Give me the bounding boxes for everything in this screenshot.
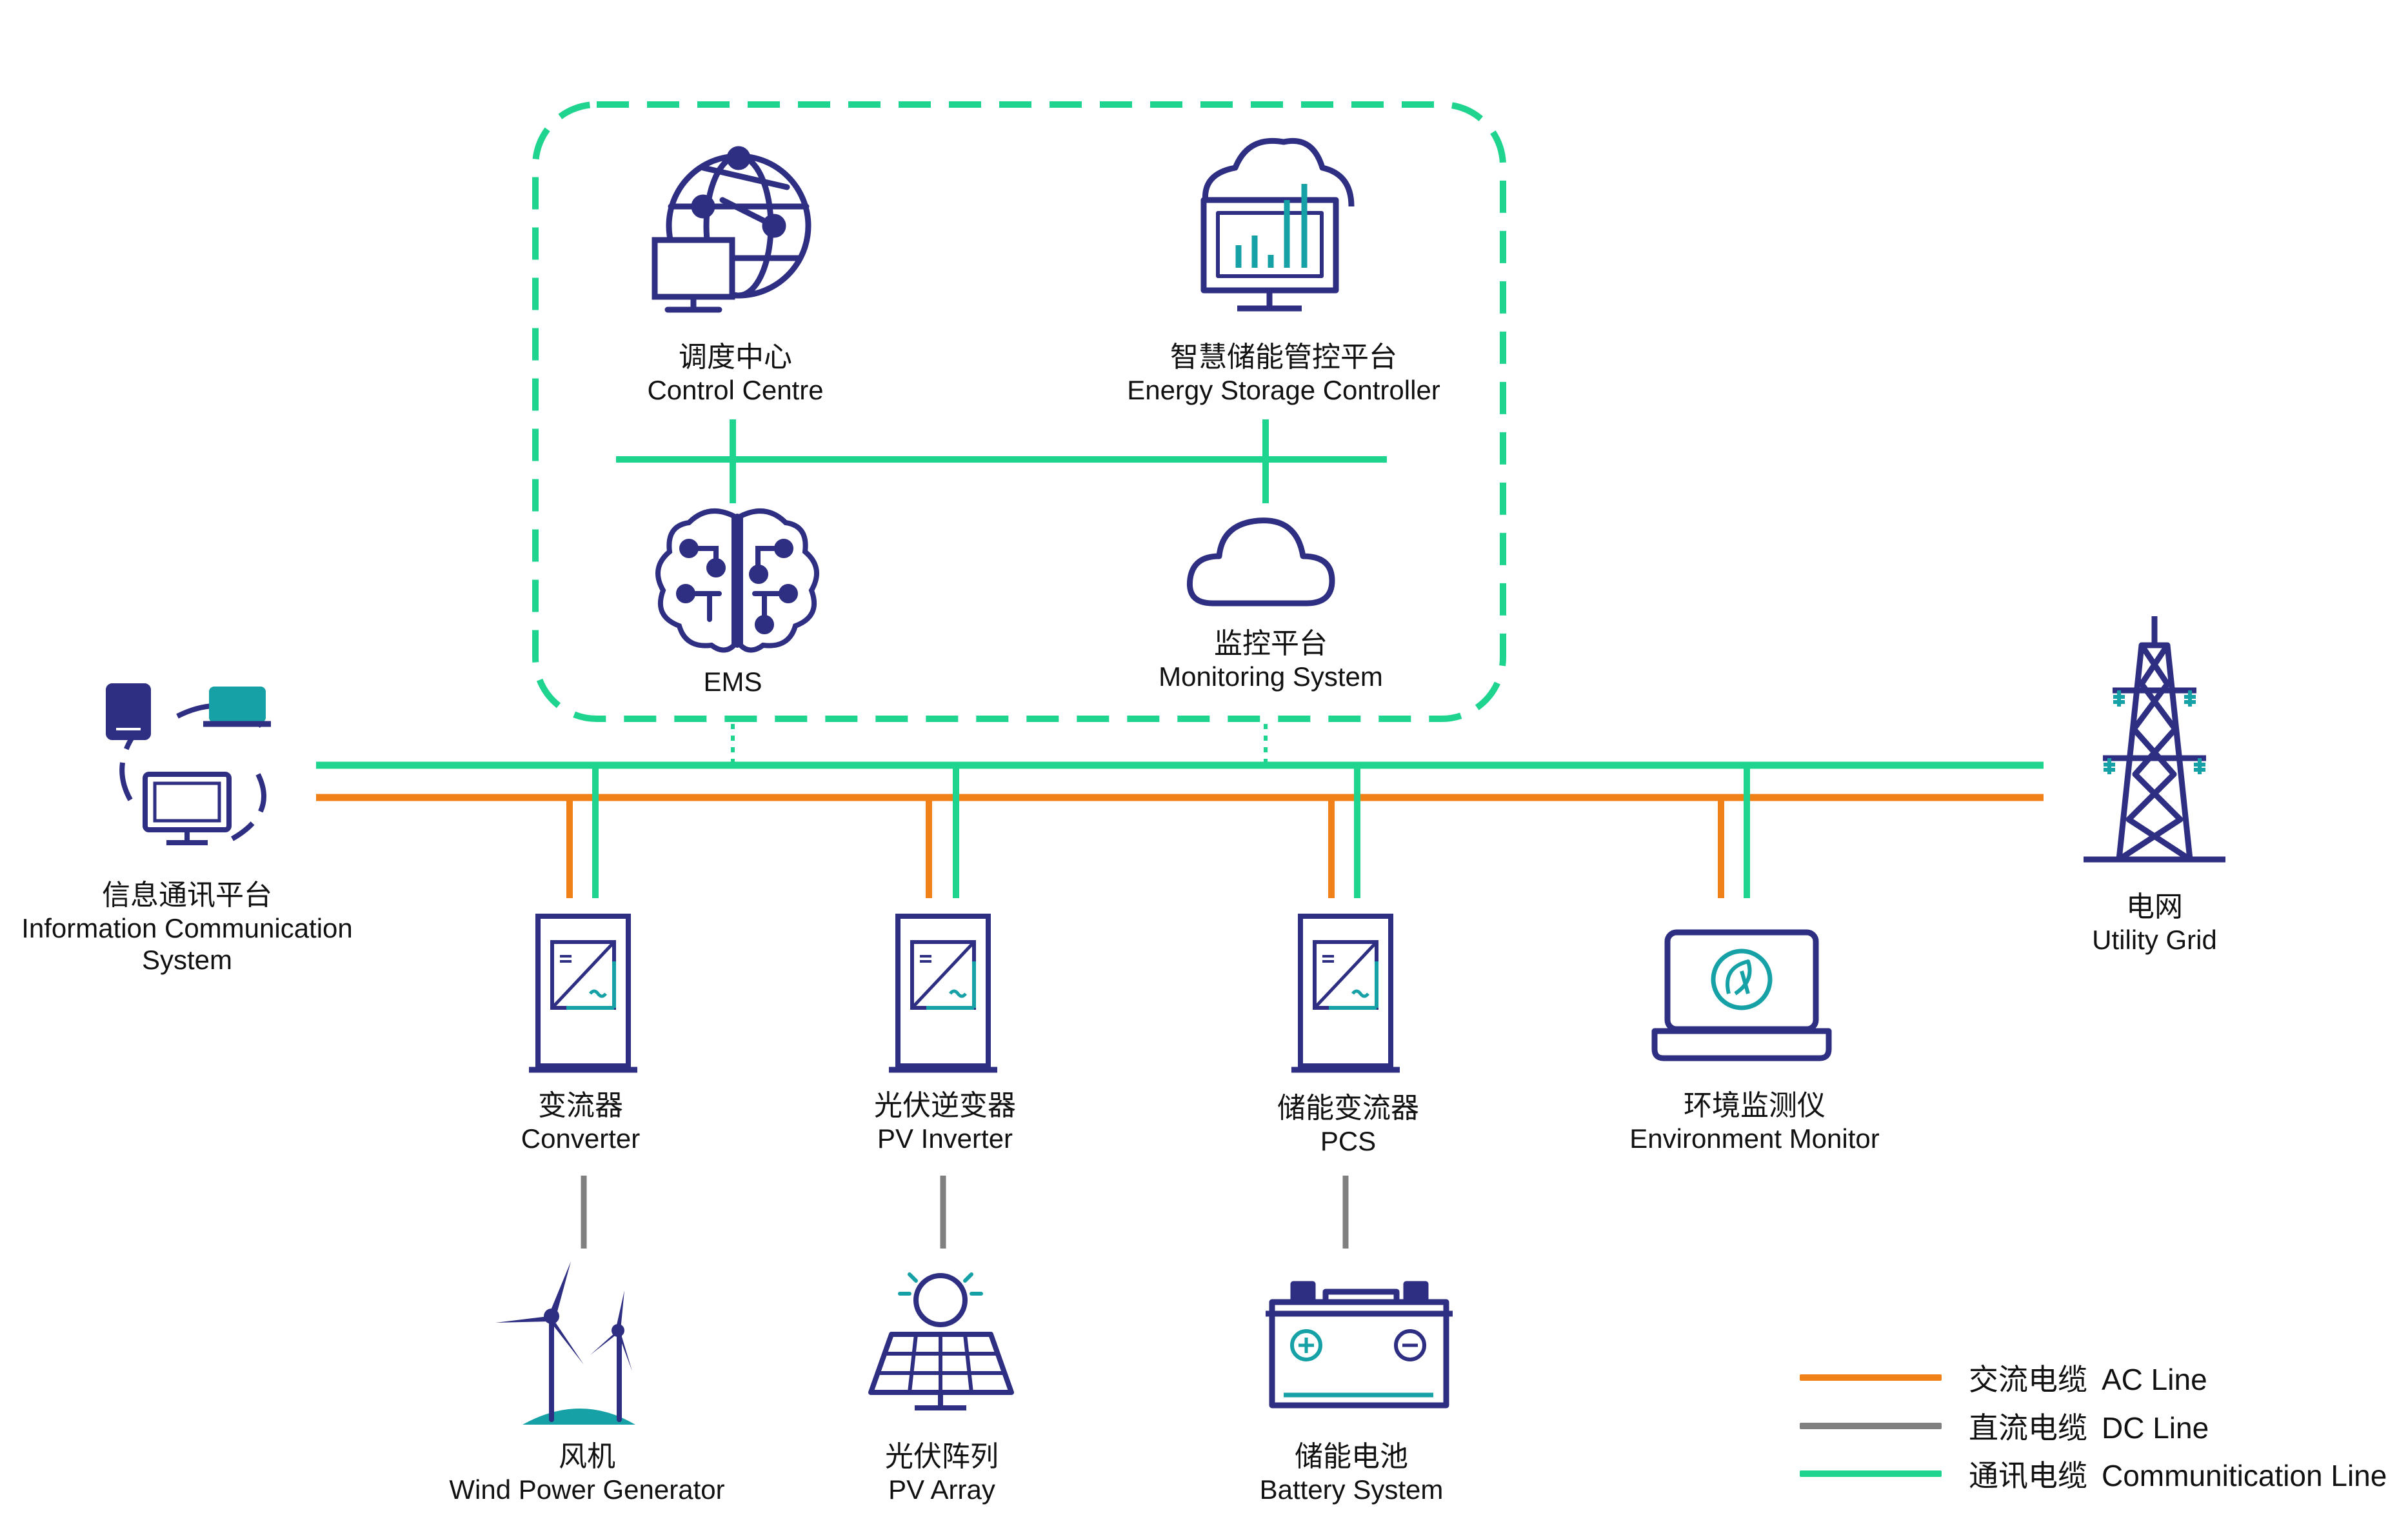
- cloud-platform-boundary: [532, 101, 1506, 722]
- pv-array-label: 光伏阵列 PV Array: [845, 1440, 1039, 1505]
- pcs-zh: 储能变流器: [1277, 1092, 1419, 1125]
- pv-array-zh: 光伏阵列: [885, 1440, 999, 1473]
- environment-monitor-label: 环境监测仪 Environment Monitor: [1600, 1089, 1909, 1154]
- pv-inverter-en: PV Inverter: [877, 1123, 1013, 1154]
- platform-to-bus-links: [731, 724, 1268, 763]
- monitoring-system-zh: 监控平台: [1214, 627, 1328, 660]
- converter-label: 变流器 Converter: [481, 1089, 681, 1154]
- power-tower-icon: [2084, 616, 2225, 863]
- laptop-eco-icon: [1651, 929, 1832, 1061]
- solar-panel-icon: [868, 1272, 1014, 1410]
- utility-grid-zh: 电网: [2126, 890, 2183, 923]
- pcs-cabinet-icon: [1291, 914, 1400, 1073]
- utility-grid-label: 电网 Utility Grid: [2058, 890, 2251, 956]
- battery-system-zh: 储能电池: [1295, 1440, 1408, 1473]
- pv-inverter-label: 光伏逆变器 PV Inverter: [845, 1089, 1045, 1154]
- wind-power-generator-en: Wind Power Generator: [449, 1474, 725, 1505]
- utility-grid-en: Utility Grid: [2092, 924, 2217, 955]
- legend-swatch-dc: [1800, 1423, 1942, 1429]
- wind-turbine-icon: [495, 1261, 635, 1425]
- brain-circuit-icon: [655, 508, 819, 653]
- monitoring-system-label: 监控平台 Monitoring System: [1122, 627, 1419, 692]
- legend-swatch-comm: [1800, 1470, 1942, 1477]
- environment-monitor-en: Environment Monitor: [1629, 1123, 1880, 1154]
- control-centre-en: Control Centre: [647, 374, 824, 405]
- pv-array-en: PV Array: [888, 1474, 995, 1505]
- pv-inverter-zh: 光伏逆变器: [874, 1089, 1016, 1122]
- converter-cabinet-icon: [529, 914, 637, 1073]
- dc-links: [581, 1176, 1349, 1249]
- info-comm-zh: 信息通讯平台: [102, 879, 272, 912]
- pcs-en: PCS: [1320, 1125, 1377, 1156]
- inverter-cabinet-icon: [889, 914, 997, 1073]
- legend-swatch-ac: [1800, 1374, 1942, 1381]
- control-centre-label: 调度中心 Control Centre: [645, 341, 826, 406]
- info-comm-label: 信息通讯平台 Information Communication System: [0, 879, 374, 976]
- ems-label: EMS: [668, 666, 797, 698]
- energy-storage-controller-label: 智慧储能管控平台 Energy Storage Controller: [1084, 341, 1484, 406]
- device-drops: [566, 765, 1750, 898]
- cloud-icon: [1186, 517, 1335, 607]
- platform-comm-bus: [616, 419, 1387, 503]
- environment-monitor-zh: 环境监测仪: [1684, 1089, 1826, 1122]
- info-comm-en2: System: [141, 945, 233, 976]
- battery-icon: [1266, 1281, 1453, 1409]
- converter-en: Converter: [521, 1123, 641, 1154]
- wind-power-generator-zh: 风机: [559, 1440, 615, 1473]
- network-devices-icon: [106, 683, 271, 845]
- energy-storage-controller-en: Energy Storage Controller: [1127, 374, 1440, 405]
- converter-zh: 变流器: [538, 1089, 623, 1122]
- wind-power-generator-label: 风机 Wind Power Generator: [426, 1440, 748, 1505]
- info-comm-en: Information Communication: [21, 912, 353, 943]
- ems-en: EMS: [703, 667, 762, 697]
- globe-computer-icon: [652, 146, 811, 313]
- pcs-label: 储能变流器 PCS: [1248, 1092, 1448, 1157]
- control-centre-zh: 调度中心: [679, 341, 792, 374]
- battery-system-en: Battery System: [1259, 1474, 1444, 1505]
- cloud-monitor-chart-icon: [1200, 137, 1355, 312]
- energy-storage-controller-zh: 智慧储能管控平台: [1170, 341, 1397, 374]
- battery-system-label: 储能电池 Battery System: [1235, 1440, 1468, 1505]
- monitoring-system-en: Monitoring System: [1159, 661, 1383, 692]
